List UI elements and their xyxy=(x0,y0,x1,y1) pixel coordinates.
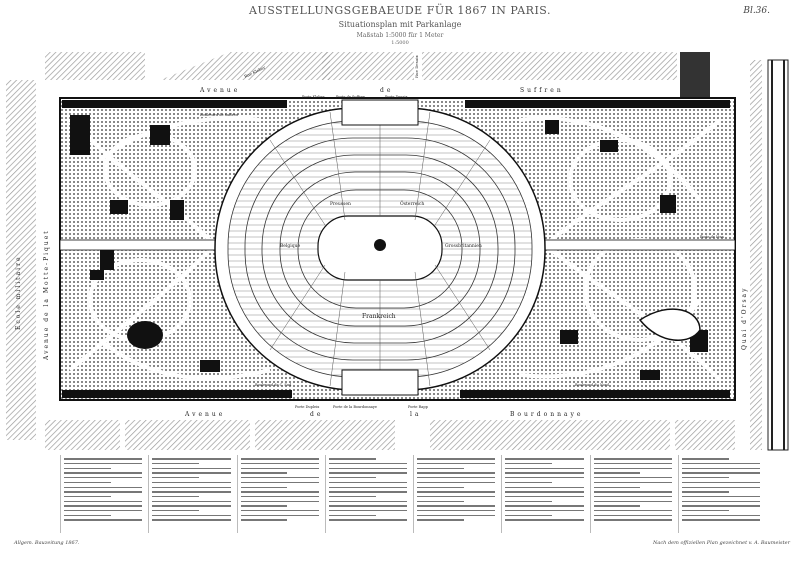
park-paths xyxy=(68,116,722,382)
lake xyxy=(638,308,701,341)
map-title: AUSSTELLUNGSGEBAEUDE FÜR 1867 IN PARIS. xyxy=(249,4,551,17)
gate-kleber: Porte Kleber xyxy=(302,95,325,99)
perimeter-buildings xyxy=(62,100,730,398)
legend-column xyxy=(60,455,143,533)
gate-desaix: Porte Desaix xyxy=(385,95,407,99)
legend-table xyxy=(60,455,760,533)
gate-bourdonnaye: Porte de la Bourdonnaye xyxy=(333,405,377,409)
top-city-blocks xyxy=(45,52,710,97)
ecole-militaire-block xyxy=(6,80,36,440)
street-label-avenue: Avenue xyxy=(199,87,240,94)
street-label-suffren: Suffren xyxy=(520,87,564,94)
street-label-la-bottom: la xyxy=(410,411,422,418)
map-scale-note: 1:5000 xyxy=(391,40,409,46)
gate-suffren: Porte de Suffren xyxy=(336,95,366,99)
street-label-de-bottom: de xyxy=(310,411,323,418)
drawing-credit: Nach dem offiziellen Plan gezeichnet v. … xyxy=(653,540,790,546)
gate-rapp: Porte Rapp xyxy=(408,405,429,409)
rue-desaix-label: Rue Desaix xyxy=(414,54,419,78)
plate-number: Bl.36. xyxy=(743,6,770,16)
legend-column xyxy=(148,455,231,533)
park-pavilions xyxy=(70,115,708,380)
street-label-de: de xyxy=(380,87,393,94)
boulevard-south-label: Boulevard du Nord xyxy=(575,383,610,387)
street-label-avenue-bottom: Avenue xyxy=(184,411,225,418)
section-frankreich: Frankreich xyxy=(362,313,396,320)
gate-iena: Porte de Iéna xyxy=(700,235,724,239)
bottom-city-blocks xyxy=(45,420,735,450)
legend-column xyxy=(501,455,584,533)
section-preussen: Preussen xyxy=(330,201,351,207)
map-scale: Maßstab 1:5000 für 1 Meter xyxy=(356,32,444,39)
gate-dupleix: Porte Dupleix xyxy=(295,405,319,409)
legend-column xyxy=(589,455,672,533)
quai-orsay-label: Quai d'Orsay xyxy=(741,286,748,350)
legend-column xyxy=(236,455,319,533)
legend-column xyxy=(413,455,496,533)
boulevard-north-label: Boulevard de Suffren xyxy=(200,113,239,117)
legend-column xyxy=(324,455,407,533)
street-label-motte-piquet: Avenue de la Motte-Piquet xyxy=(43,229,50,361)
street-label-bourdonnaye: Bourdonnaye xyxy=(510,411,583,418)
seine-river xyxy=(750,59,789,451)
section-oesterreich: Österreich xyxy=(400,200,424,207)
legend-column xyxy=(677,455,760,533)
section-belgique: Belgique xyxy=(280,243,301,249)
boulevard-sw-label: Boulevard de C. Sud xyxy=(255,383,292,387)
exhibition-building xyxy=(214,99,546,396)
ecole-militaire-label: Ecole militaire xyxy=(15,255,22,330)
map-subtitle: Situationsplan mit Parkanlage xyxy=(338,20,462,29)
section-grossbritannien: Grossbritannien xyxy=(445,243,482,249)
publication-credit: Allgem. Bauzeitung 1867. xyxy=(14,540,80,546)
